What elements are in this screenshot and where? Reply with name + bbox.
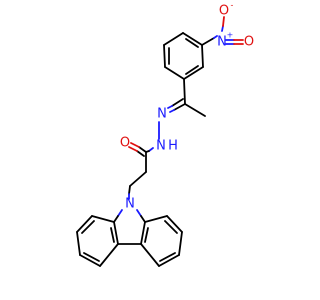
- propanamide-chain: O: [120, 136, 147, 200]
- nitro-nitrogen-label: N: [217, 35, 227, 50]
- nitrophenyl-ring: [163, 32, 204, 80]
- nitro-nitrogen-charge: +: [227, 31, 234, 40]
- hydrazide-nitrogen-label: N: [156, 139, 166, 154]
- imine-nitrogen-label: N: [157, 107, 167, 122]
- nitro-oxygen-right-label: O: [244, 35, 254, 50]
- hydrazide-hydrogen-label: H: [168, 139, 178, 154]
- carbonyl-oxygen-label: O: [120, 136, 130, 151]
- carbazole-nitrogen-label: N: [125, 197, 135, 212]
- molecule-canvas: O - N + O N N H O: [76, 1, 254, 267]
- hydrazone-linker: N N H: [145, 78, 206, 154]
- molecule-structure: O - N + O N N H O: [76, 1, 254, 267]
- nitro-group: O - N + O: [201, 1, 254, 50]
- nitro-oxygen-top-label: O: [219, 4, 229, 19]
- carbazole-ring-system: N: [76, 197, 183, 267]
- nitro-oxygen-charge: -: [231, 1, 234, 10]
